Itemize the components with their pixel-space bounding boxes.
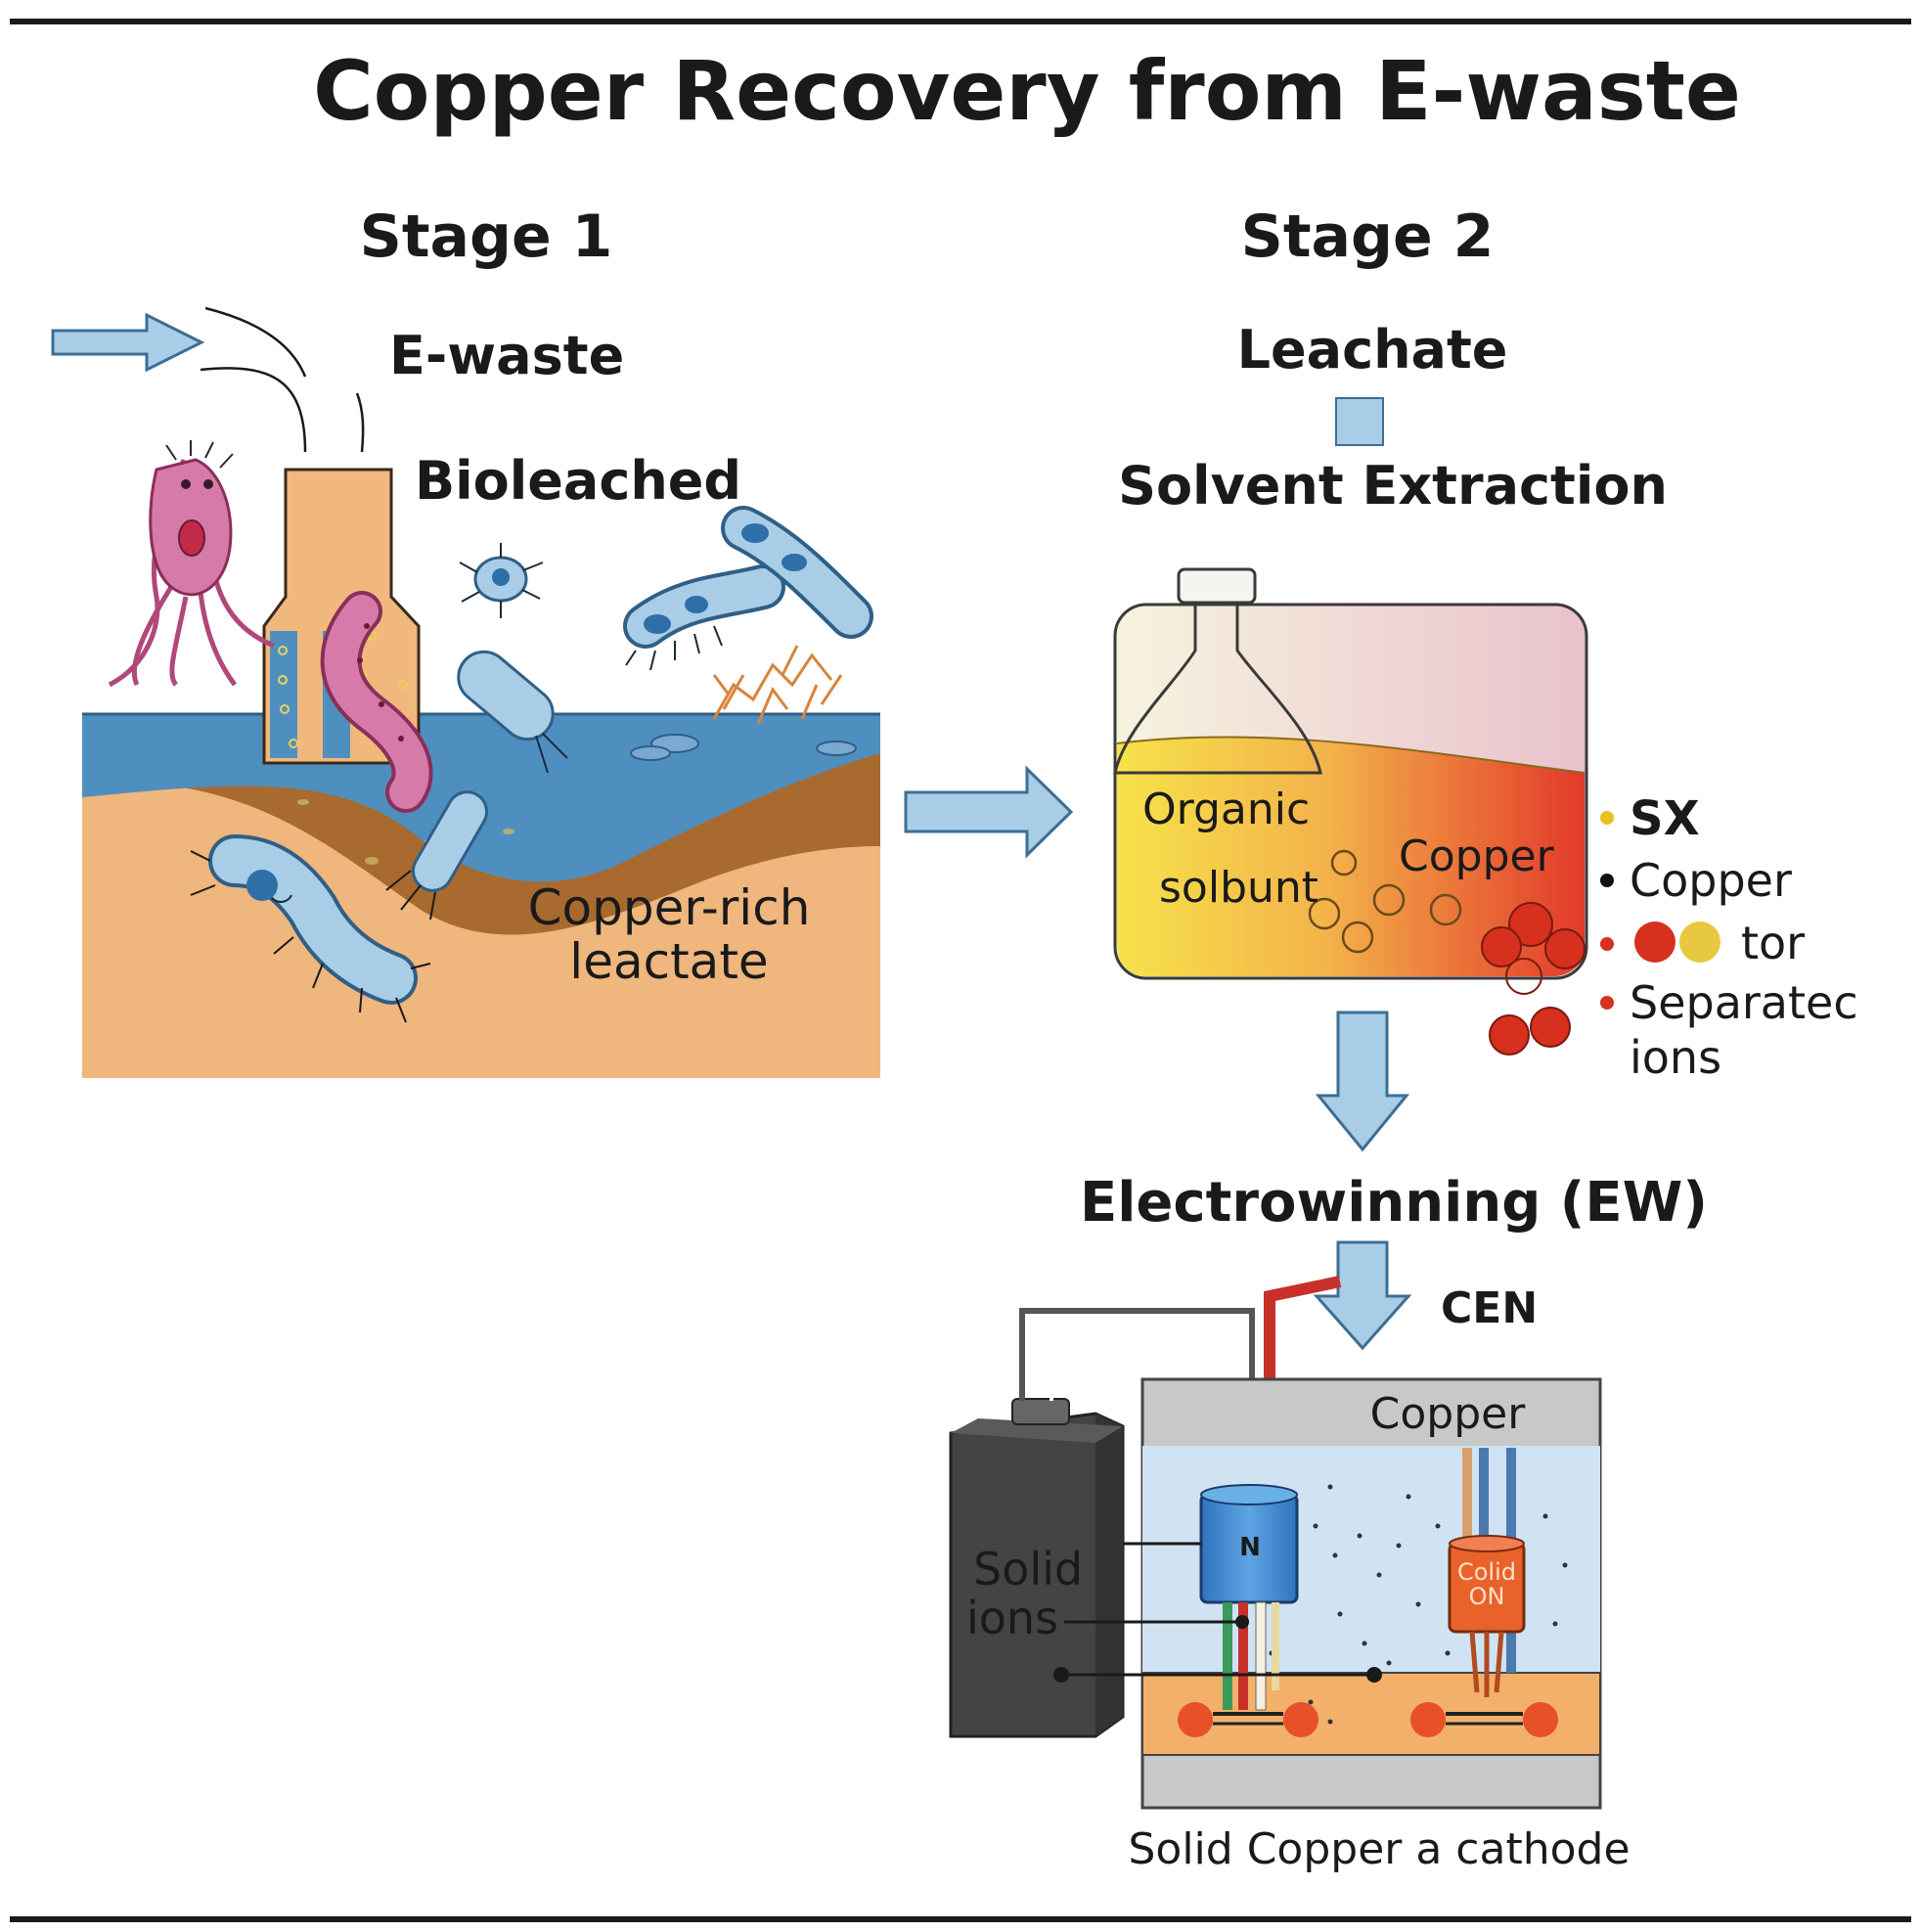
anode-rod-white <box>1255 1601 1267 1711</box>
cathode-caption: Solid Copper a cathode <box>1128 1824 1630 1874</box>
copper-crystal-cluster <box>712 645 843 725</box>
anode-label: N <box>1239 1533 1261 1562</box>
blue-microbe-rod <box>385 790 488 921</box>
ewaste-stream-line-right <box>355 392 365 453</box>
ewaste-label: E-waste <box>389 325 624 386</box>
leachate-label: Leachate <box>1237 319 1508 381</box>
blue-microbe-chain <box>623 506 873 671</box>
reactor-liquid-left <box>270 631 297 758</box>
legend-swatch-red <box>1634 921 1675 963</box>
legend-dot-copper <box>1600 874 1614 887</box>
solvent-extraction-label: Solvent Extraction <box>1118 455 1668 517</box>
blue-microbe-soil <box>190 834 431 1023</box>
electrowinning-label: Electrowinning (EW) <box>1080 1171 1708 1235</box>
diagram-title: Copper Recovery from E-waste <box>313 43 1741 139</box>
legend-label-separated: Separatec <box>1630 976 1858 1029</box>
stage1-heading: Stage 1 <box>360 202 613 271</box>
pink-microbe-worm <box>320 591 433 813</box>
copper-rich-label-line1: Copper-rich <box>528 879 811 936</box>
legend-label-sx: SX <box>1630 791 1700 846</box>
water-pebbles <box>630 734 857 761</box>
pink-microbe-large <box>108 440 275 688</box>
anode-rod-tan <box>1272 1602 1279 1690</box>
bioleaching-scene <box>82 440 880 1078</box>
tank-label-solvent: solbunt <box>1159 863 1318 913</box>
supply-label-line2: ions <box>966 1592 1058 1644</box>
tank-liquid <box>1117 737 1585 976</box>
cathode-label-line2: ON <box>1469 1583 1505 1610</box>
copper-rich-label-line2: leactate <box>569 933 768 990</box>
legend-label-copper: Copper <box>1630 854 1792 907</box>
ew-to-cell-arrow <box>1313 1240 1412 1351</box>
supply-label-line1: Solid <box>973 1543 1083 1595</box>
legend-dot-tor <box>1600 937 1614 951</box>
legend-swatch-yellow <box>1679 921 1720 963</box>
cathode-rod-blue <box>1479 1448 1489 1546</box>
electrowinning-cell <box>1140 1377 1602 1810</box>
cell-top-label: Copper <box>1370 1389 1527 1439</box>
cathode-rod-tan <box>1462 1448 1472 1546</box>
leachate-connector <box>1335 397 1384 446</box>
power-supply <box>949 1398 1125 1738</box>
supply-terminal <box>1011 1398 1070 1425</box>
stage1-to-stage2-arrow <box>904 765 1074 859</box>
ewaste-stream-line-upper <box>204 306 307 378</box>
bioleached-label: Bioleached <box>415 450 741 512</box>
cen-label: CEN <box>1441 1283 1538 1333</box>
blue-microbe-capsule <box>457 650 568 774</box>
tank-bubbles <box>1308 849 1462 954</box>
legend-dot-sx <box>1600 811 1614 825</box>
legend-dot-separated <box>1600 996 1614 1010</box>
tank-liquid-surface <box>1116 736 1586 774</box>
solvent-extraction-tank <box>1113 567 1588 1056</box>
tank-label-copper: Copper <box>1399 831 1555 881</box>
stage2-heading: Stage 2 <box>1241 202 1495 271</box>
anode-rod-green <box>1223 1602 1232 1710</box>
cathode-label-line1: Colid <box>1457 1558 1516 1586</box>
flask-cap <box>1177 567 1257 605</box>
sx-legend: SX Copper tor Separatec ions <box>1600 791 1858 1084</box>
sx-to-ew-arrow <box>1315 1011 1410 1152</box>
blue-microbe-small <box>459 543 544 618</box>
ewaste-input-arrow <box>51 312 205 373</box>
cathode-prongs <box>1469 1631 1504 1697</box>
legend-label-tor: tor <box>1741 917 1805 969</box>
separatory-flask <box>1113 597 1322 775</box>
anode-rod-red <box>1238 1602 1248 1710</box>
legend-label-ions: ions <box>1630 1031 1721 1084</box>
ewaste-stream-line-lower <box>200 367 307 453</box>
copper-ion-particles <box>1481 902 1586 1056</box>
tank-label-organic: Organic <box>1142 785 1310 834</box>
